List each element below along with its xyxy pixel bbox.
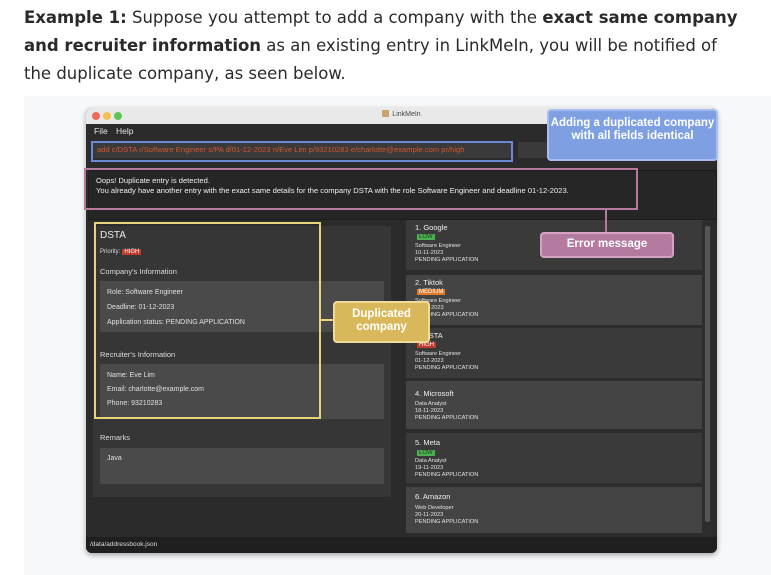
phone-text: Phone: 93210283 [107, 400, 163, 407]
duplicated-company-highlight-box [94, 222, 321, 419]
result-line-2: You already have another entry with the … [96, 186, 569, 195]
card-title: 4. Microsoft [415, 389, 454, 398]
card-status: PENDING APPLICATION [415, 519, 479, 525]
result-line-1: Oops! Duplicate entry is detected. [96, 176, 210, 185]
company-card-meta[interactable]: 5. Meta LOW Data Analyst 19-11-2023 PEND… [406, 433, 702, 483]
result-display: Oops! Duplicate entry is detected. You a… [88, 170, 717, 220]
remarks-heading: Remarks [100, 433, 131, 442]
company-card-microsoft[interactable]: 4. Microsoft Data Analyst 18-11-2023 PEN… [406, 381, 702, 429]
detail-company-name: DSTA [100, 230, 126, 241]
intro-bold: exact same company and recruiter informa… [24, 8, 738, 55]
company-card-amazon[interactable]: 6. Amazon Web Developer 20-11-2023 PENDI… [406, 487, 702, 533]
duplicated-command-callout-text: Adding a duplicated company with all fie… [550, 117, 715, 142]
card-role: Data Analyst [415, 458, 447, 464]
example-label: Example 1: [24, 8, 127, 27]
card-role: Software Engineer [415, 298, 462, 304]
intro-text-1: Suppose you attempt to add a company wit… [126, 8, 543, 27]
duplicated-command-callout: Adding a duplicated company with all fie… [547, 109, 718, 161]
card-role: Data Analyst [415, 401, 447, 407]
intro-paragraph: Example 1: Suppose you attempt to add a … [24, 4, 749, 88]
remarks-box: Java [100, 448, 384, 484]
zoom-window-button[interactable] [114, 112, 122, 120]
company-list-panel [406, 220, 712, 540]
card-date: 20-11-2023 [415, 512, 444, 518]
error-connector-line [605, 210, 607, 232]
card-priority-badge: LOW [417, 450, 435, 456]
app-icon [382, 110, 390, 117]
company-info-heading: Company's Information [100, 267, 177, 276]
duplicated-company-connector [321, 319, 334, 321]
card-title: 2. Tiktok [415, 278, 443, 287]
detail-priority: Priority:HIGH [100, 249, 142, 255]
company-card-tiktok[interactable]: 2. Tiktok MEDIUM Software Engineer 01-12… [406, 275, 702, 325]
card-priority-badge: MEDIUM [417, 289, 446, 295]
card-status: PENDING APPLICATION [415, 472, 479, 478]
card-role: Software Engineer [415, 243, 462, 249]
card-date: 10-11-2023 [415, 250, 444, 256]
list-scrollbar[interactable] [705, 226, 710, 522]
command-input[interactable]: add c/DSTA r/Software Engineer s/PA d/01… [93, 142, 511, 158]
remarks-text: Java [107, 455, 122, 462]
priority-badge: HIGH [122, 249, 142, 255]
duplicated-company-callout-text: Duplicated company [352, 308, 411, 333]
email-text: Email: charlotte@example.com [107, 386, 204, 393]
card-priority-badge: LOW [417, 234, 435, 240]
priority-label: Priority: [100, 249, 121, 255]
menu-help[interactable]: Help [116, 126, 134, 136]
card-status: PENDING APPLICATION [415, 365, 479, 371]
save-location-text: /data/addressbook.json [90, 541, 158, 548]
error-message-callout-text: Error message [566, 238, 648, 250]
error-message-callout: Error message [540, 232, 674, 258]
recruiter-name-text: Name: Eve Lim [107, 372, 155, 379]
intro-text-2: as an existing entry in LinkMeIn, you wi… [24, 36, 717, 83]
card-date: 01-12-2023 [415, 358, 444, 364]
card-role: Web Developer [415, 505, 454, 511]
command-input-extension [518, 142, 548, 158]
command-text: add c/DSTA r/Software Engineer s/PA d/01… [97, 145, 465, 154]
window-title-text: LinkMeIn [392, 111, 421, 118]
deadline-text: Deadline: 01-12-2023 [107, 304, 175, 311]
card-role: Software Engineer [415, 351, 462, 357]
card-status: PENDING APPLICATION [415, 312, 479, 318]
menu-file[interactable]: File [94, 126, 108, 136]
card-status: PENDING APPLICATION [415, 257, 479, 263]
card-title: 1. Google [415, 223, 448, 232]
role-text: Role: Software Engineer [107, 289, 183, 296]
card-priority-badge: HIGH [417, 342, 436, 348]
result-text: Oops! Duplicate entry is detected. You a… [96, 176, 569, 196]
error-highlight-box [84, 168, 638, 210]
card-date: 18-11-2023 [415, 408, 444, 414]
duplicated-company-callout: Duplicated company [333, 301, 430, 343]
command-highlight-box [91, 141, 513, 162]
recruiter-info-box: Name: Eve Lim Email: charlotte@example.c… [100, 364, 384, 419]
window-title: LinkMeIn [86, 110, 717, 118]
company-card-dsta[interactable]: 3. DSTA HIGH Software Engineer 01-12-202… [406, 328, 702, 378]
card-date: 19-11-2023 [415, 465, 444, 471]
recruiter-info-heading: Recruiter's Information [100, 350, 176, 359]
close-window-button[interactable] [92, 112, 100, 120]
minimize-window-button[interactable] [103, 112, 111, 120]
card-title: 5. Meta [415, 438, 441, 447]
status-bar: /data/addressbook.json [86, 537, 717, 553]
card-status: PENDING APPLICATION [415, 415, 479, 421]
application-status-text: Application status: PENDING APPLICATION [107, 319, 245, 326]
card-title: 6. Amazon [415, 492, 451, 501]
